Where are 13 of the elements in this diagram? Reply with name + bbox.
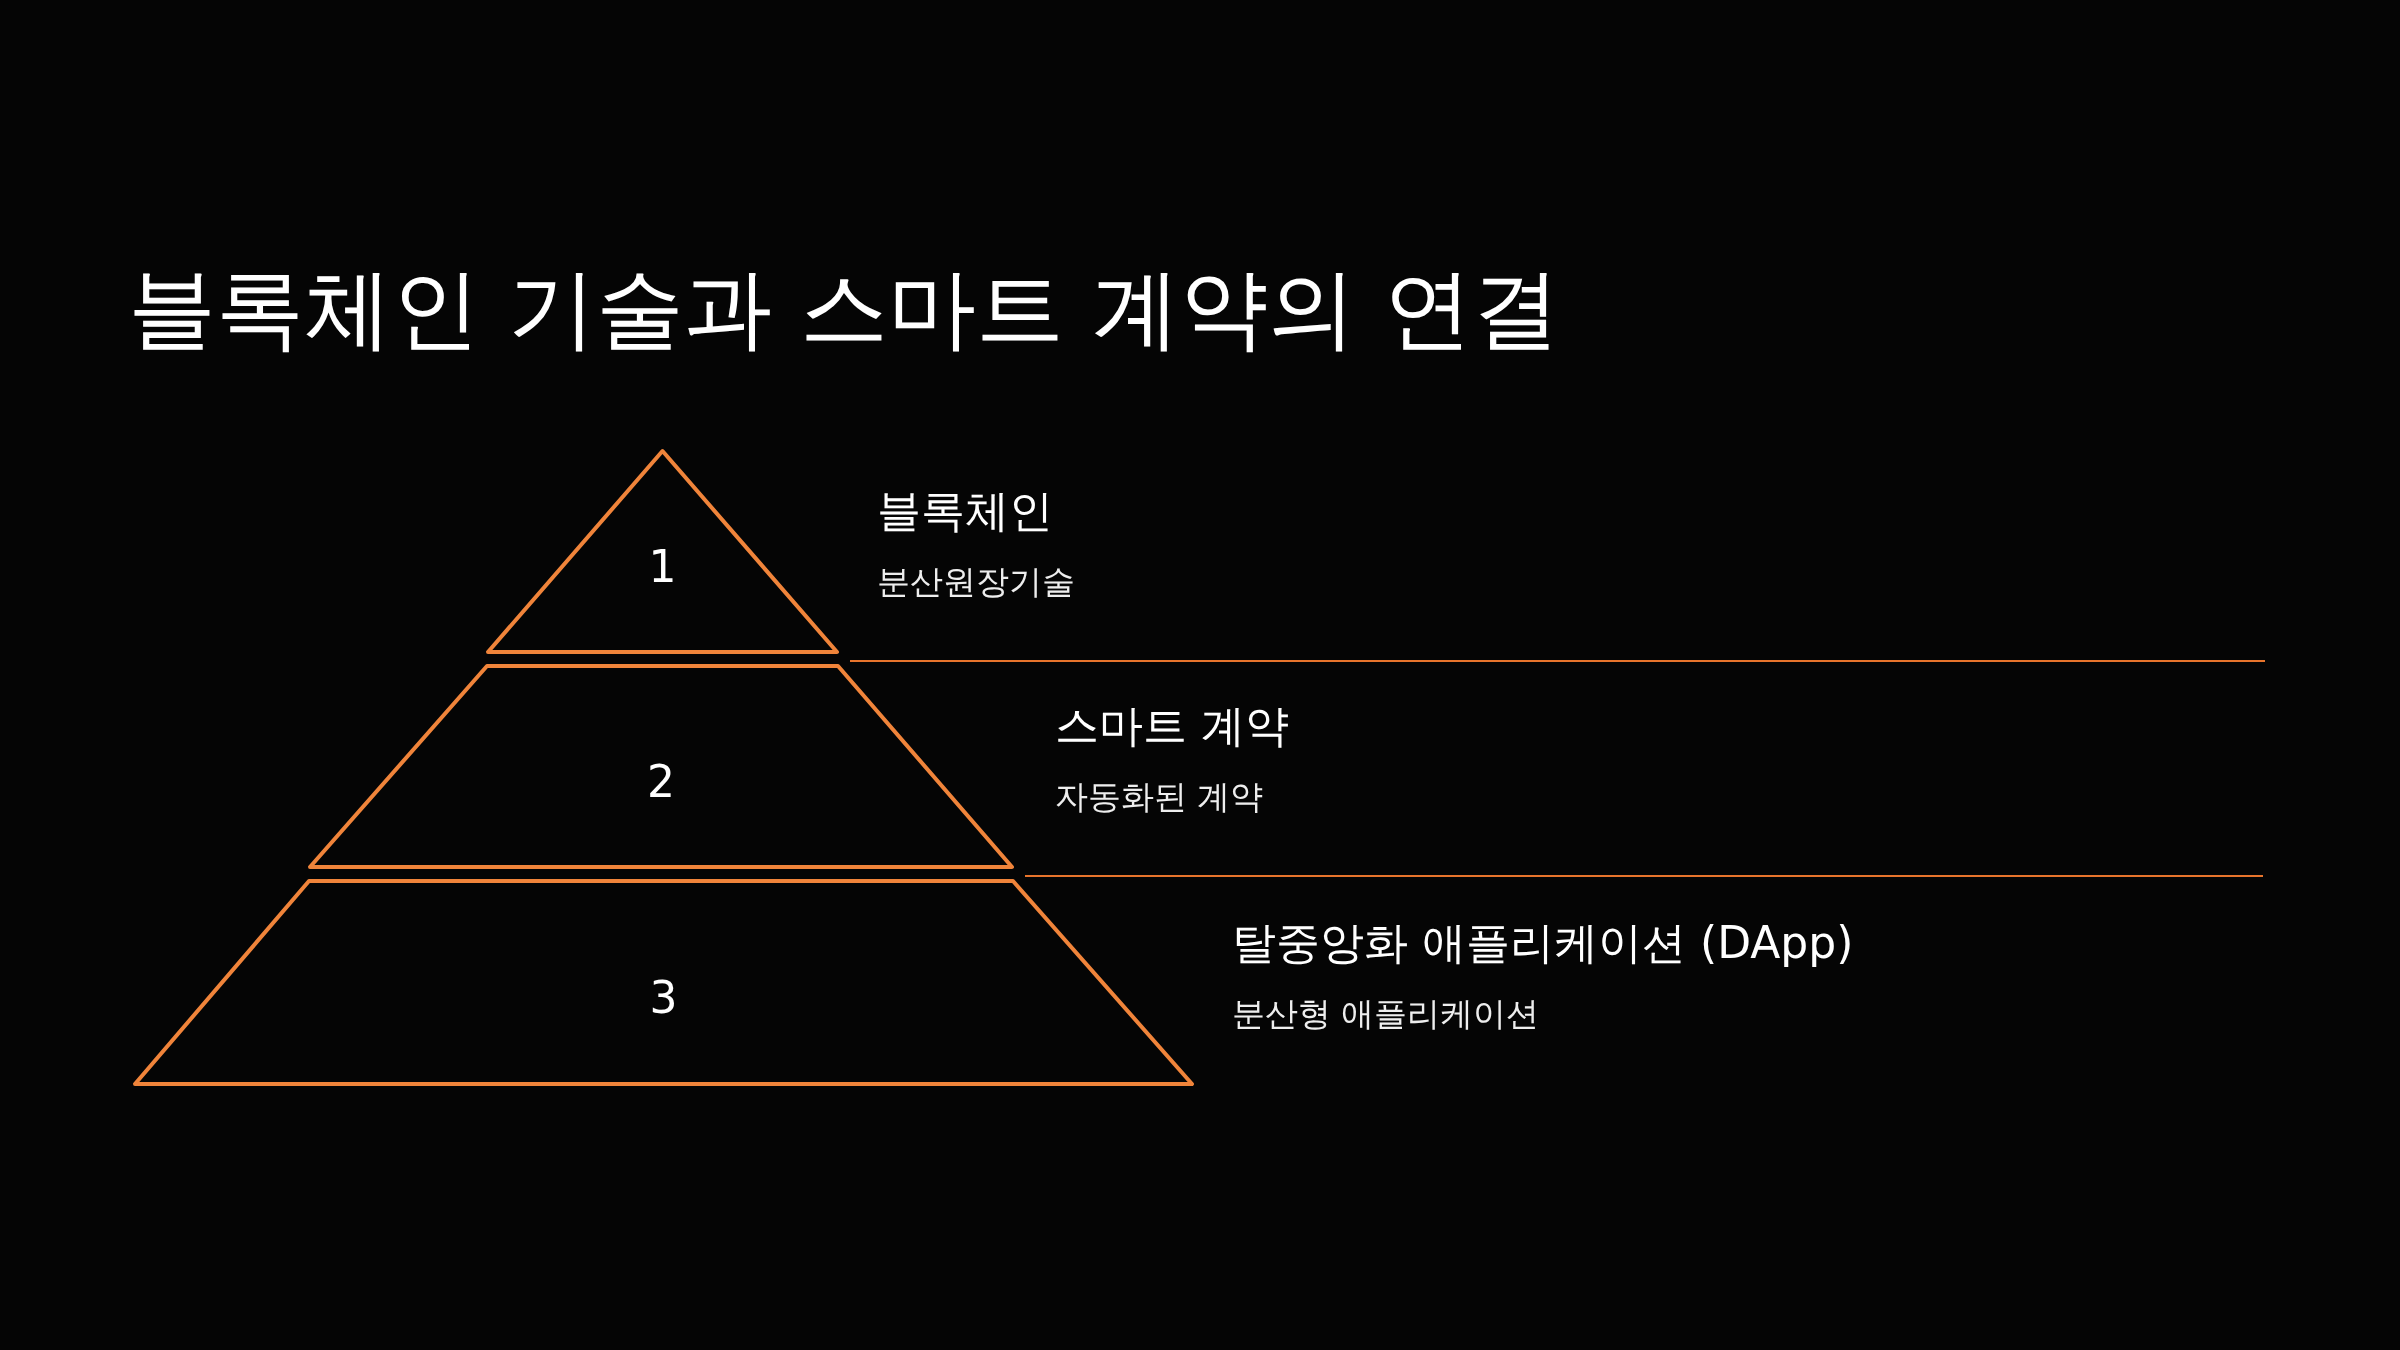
tier-heading: 블록체인 bbox=[877, 484, 1053, 538]
tier-description: 분산형 애플리케이션 bbox=[1232, 993, 1540, 1035]
tier-heading: 스마트 계약 bbox=[1055, 699, 1289, 753]
tier-number: 2 bbox=[646, 756, 676, 807]
tier-description: 자동화된 계약 bbox=[1055, 776, 1264, 818]
pyramid-tier bbox=[132, 878, 1195, 1087]
tier-number: 3 bbox=[648, 972, 679, 1023]
pyramid-tier bbox=[307, 663, 1015, 870]
tier-number: 1 bbox=[647, 541, 678, 592]
tier-description: 분산원장기술 bbox=[877, 561, 1075, 603]
slide-title: 블록체인 기술과 스마트 계약의 연결 bbox=[128, 256, 1560, 362]
tier-heading: 탈중앙화 애플리케이션 (DApp) bbox=[1232, 916, 1854, 970]
pyramid-tier bbox=[485, 448, 840, 655]
